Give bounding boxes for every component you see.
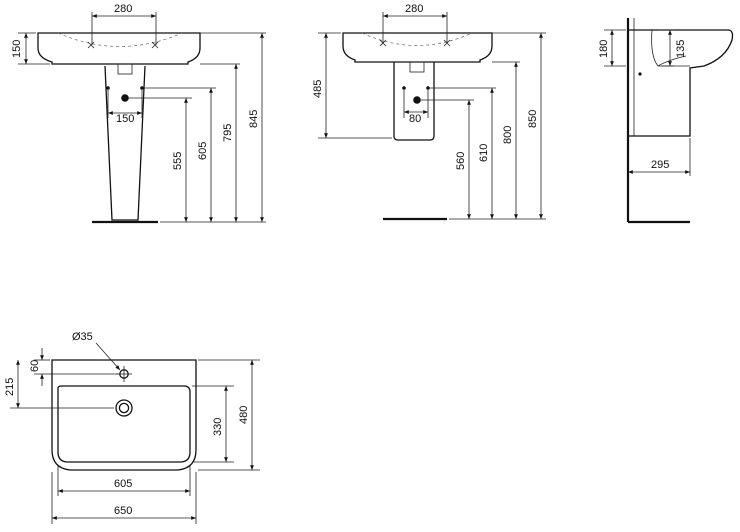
dim-rim-top-height: 850	[527, 110, 539, 128]
dim-bowl-depth: 135	[675, 40, 687, 58]
dim-projection: 295	[651, 159, 669, 171]
supply-point-left	[402, 86, 406, 90]
waste-point	[413, 96, 421, 104]
wall	[626, 18, 690, 224]
dim-waste-spacing: 150	[116, 113, 134, 125]
dim-waste-height: 560	[455, 152, 467, 170]
front-view: 280 150 150 555 605 795 845	[11, 3, 266, 224]
semi-pedestal-view: 280 485 80 560 610 800 850	[312, 3, 546, 221]
basin-inner-bowl	[57, 385, 191, 463]
basin-inner-curve	[57, 32, 183, 47]
dim-width: 650	[114, 505, 132, 517]
semi-pedestal	[393, 62, 435, 141]
bowl-inner	[651, 29, 690, 67]
dim-waste-height: 555	[172, 152, 184, 170]
basin-outline	[51, 359, 197, 471]
dim-bowl-height: 800	[502, 126, 514, 144]
supply-point-right	[426, 86, 430, 90]
plan-view: Ø35 60 215 330 480 605 650	[4, 331, 260, 524]
dim-depth: 485	[312, 80, 324, 98]
dim-taps: 280	[114, 3, 132, 15]
supply-point-right	[140, 86, 144, 90]
dim-supply-height: 610	[478, 144, 490, 162]
supply-point-left	[106, 86, 110, 90]
dim-inner-depth: 330	[212, 418, 224, 436]
basin-outline	[342, 32, 493, 63]
dim-waste-spacing: 80	[409, 113, 421, 125]
tap-hole-right	[151, 41, 159, 49]
dim-inner-width: 605	[114, 478, 132, 490]
dim-depth: 480	[238, 406, 250, 424]
pedestal	[104, 65, 146, 221]
dim-taps: 280	[405, 3, 423, 15]
dim-tap-hole: Ø35	[72, 331, 93, 343]
basin-side-profile	[628, 29, 734, 137]
tap-hole-left	[87, 41, 95, 49]
waste-outlet-inner	[118, 402, 130, 414]
waste-outlet	[409, 61, 425, 73]
dim-rim-height: 150	[11, 40, 23, 58]
waste-point	[638, 72, 642, 76]
waste-point	[121, 94, 129, 102]
dim-rim-height: 180	[598, 40, 610, 58]
dim-rim-top-height: 845	[248, 110, 260, 128]
dim-supply-height: 605	[197, 142, 209, 160]
waste-outlet-outer	[115, 399, 133, 417]
dim-bowl-height: 795	[222, 124, 234, 142]
dim-tap-offset: 60	[29, 360, 41, 372]
dim-basin-edge: 215	[4, 378, 16, 396]
basin-inner-curve	[361, 32, 473, 46]
waste-outlet	[117, 63, 133, 75]
basin-outline	[37, 32, 201, 65]
side-view: 180 135 295	[598, 18, 734, 224]
